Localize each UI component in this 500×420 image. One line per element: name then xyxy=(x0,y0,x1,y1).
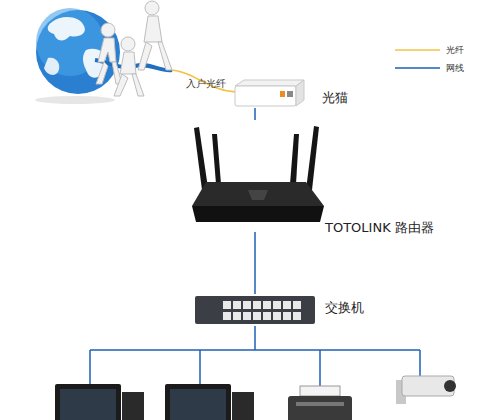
switch-port xyxy=(243,301,251,309)
device-label: 交换机 xyxy=(325,300,364,316)
pc-tower xyxy=(122,392,144,420)
switch-port xyxy=(293,301,301,309)
monitor xyxy=(165,384,231,420)
lan-port xyxy=(287,91,293,97)
router-antenna xyxy=(290,134,299,184)
network-wire xyxy=(419,350,421,378)
camera-illustration xyxy=(396,376,456,404)
device-label: 光猫 xyxy=(322,90,348,106)
printer-slot xyxy=(296,402,344,406)
router-top xyxy=(192,182,324,206)
router-front xyxy=(192,206,324,222)
figure-body xyxy=(98,38,116,62)
fiber-port xyxy=(280,91,285,97)
router-antenna xyxy=(306,126,319,190)
globe-continent xyxy=(44,58,59,75)
device-graphic xyxy=(190,120,460,232)
figure-legs xyxy=(138,42,172,70)
switch-port xyxy=(223,301,231,309)
modem-side xyxy=(296,80,304,106)
switch-port xyxy=(283,312,291,320)
switch-body xyxy=(195,296,315,324)
network-wire xyxy=(89,350,91,384)
figure-head xyxy=(145,1,159,15)
switch-port xyxy=(253,312,261,320)
modem-body xyxy=(235,86,296,106)
camera-lens xyxy=(444,380,456,392)
network-cable xyxy=(254,108,256,120)
printer-illustration xyxy=(288,386,352,420)
legend-text: 网线 xyxy=(446,63,464,74)
figure-body xyxy=(120,52,136,74)
line-label: 入户光纤 xyxy=(186,78,226,90)
device-label: TOTOLINK 路由器 xyxy=(325,220,434,236)
network-wire xyxy=(254,326,256,350)
switch-port xyxy=(253,301,261,309)
printer-paper xyxy=(300,386,340,396)
switch-port xyxy=(273,301,281,309)
switch-port xyxy=(263,312,271,320)
figure-body xyxy=(144,16,162,42)
switch-device xyxy=(195,296,315,324)
router-antenna xyxy=(212,134,221,184)
device-graphic xyxy=(195,294,415,326)
modem-top xyxy=(235,80,304,86)
monitor xyxy=(55,384,121,420)
modem-node: 光猫 xyxy=(230,78,430,108)
network-tree-wires xyxy=(90,326,420,386)
figure-legs xyxy=(114,74,144,96)
legend-text: 光纤 xyxy=(446,45,464,56)
router-device xyxy=(192,126,324,222)
printer-body xyxy=(288,396,352,420)
network-cable xyxy=(254,232,256,294)
computer-illustration xyxy=(55,384,144,420)
globe-shadow xyxy=(35,96,115,104)
legend-sample-line xyxy=(395,49,440,51)
figure-legs xyxy=(96,62,122,84)
switch-port xyxy=(223,312,231,320)
pc-tower xyxy=(232,392,254,420)
figure-head xyxy=(121,37,135,51)
switch-port xyxy=(233,301,241,309)
router-node: TOTOLINK 路由器 xyxy=(190,120,460,232)
router-antenna xyxy=(194,127,208,190)
router-logo xyxy=(248,190,268,200)
globe-illustration xyxy=(35,8,120,104)
switch-node: 交换机 xyxy=(195,294,415,326)
switch-port xyxy=(233,312,241,320)
switch-port xyxy=(263,301,271,309)
people-illustration xyxy=(96,1,172,96)
fiber-line xyxy=(172,70,238,92)
monitor-screen xyxy=(60,389,116,420)
modem-device xyxy=(235,80,304,106)
network-wire xyxy=(199,350,201,384)
switch-port xyxy=(243,312,251,320)
monitor-screen xyxy=(170,389,226,420)
switch-port xyxy=(293,312,301,320)
globe-continent xyxy=(48,17,85,40)
switch-port xyxy=(273,312,281,320)
computer-illustration xyxy=(165,384,254,420)
switch-port xyxy=(283,301,291,309)
network-wire xyxy=(319,350,321,386)
figure-head xyxy=(101,23,115,37)
network-wire xyxy=(90,349,420,351)
legend-sample-line xyxy=(395,67,440,69)
